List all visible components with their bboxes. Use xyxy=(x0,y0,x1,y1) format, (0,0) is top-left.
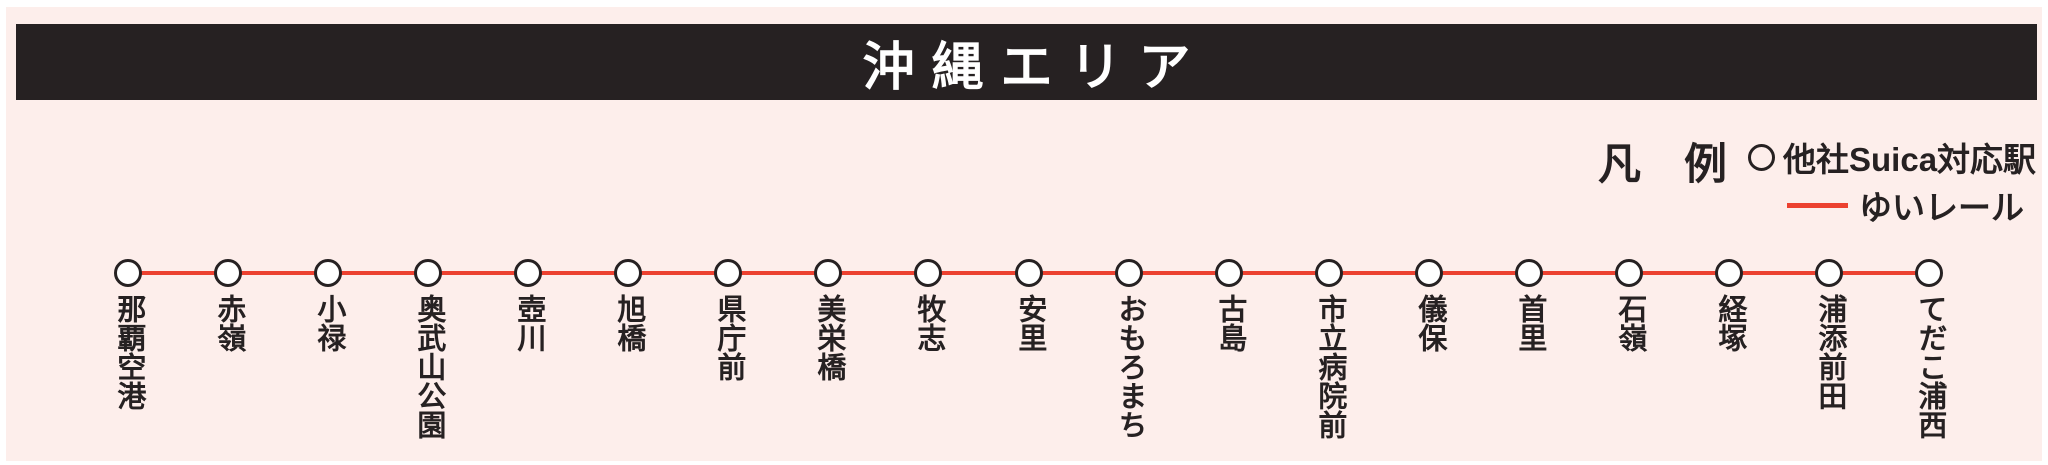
station-marker-circle xyxy=(714,259,742,287)
station-marker-circle xyxy=(1815,259,1843,287)
station-marker-circle xyxy=(814,259,842,287)
station-name: 浦添前田 xyxy=(1813,294,1846,410)
station-name: 旭橋 xyxy=(612,294,645,352)
legend-item-yui-rail: ゆいレール xyxy=(1787,189,2024,226)
rail-line-icon xyxy=(1787,202,1848,208)
legend-item-label: ゆいレール xyxy=(1859,189,2024,226)
station-name: 経塚 xyxy=(1713,294,1746,352)
legend-heading: 凡 例 xyxy=(1598,141,1727,189)
station-marker-circle xyxy=(1515,259,1543,287)
legend-item-label: 他社Suica対応駅 xyxy=(1783,141,2037,178)
station-marker-circle xyxy=(614,259,642,287)
station-name: 首里 xyxy=(1513,294,1546,352)
station-marker-circle xyxy=(1215,259,1243,287)
station-marker-circle xyxy=(1315,259,1343,287)
station-name: 赤嶺 xyxy=(212,294,245,352)
station-name: 牧志 xyxy=(912,294,945,352)
station-marker-circle xyxy=(1715,259,1743,287)
station-name: てだこ浦西 xyxy=(1913,294,1946,439)
legend-item-suica-station: 他社Suica対応駅 xyxy=(1748,141,2036,178)
station-marker-circle xyxy=(914,259,942,287)
station-name: 石嶺 xyxy=(1613,294,1646,352)
page-title: 沖縄エリア xyxy=(862,38,1208,97)
station-marker-circle xyxy=(1415,259,1443,287)
title-bar: 沖縄エリア xyxy=(16,24,2037,100)
okinawa-area-rail-map: 沖縄エリア 凡 例 他社Suica対応駅 ゆいレール 那覇空港 赤嶺 小禄 奥武… xyxy=(6,7,2042,461)
station-marker-circle xyxy=(1615,259,1643,287)
station-name: 美栄橋 xyxy=(812,294,845,381)
station-marker-circle xyxy=(1015,259,1043,287)
station-name: 儀保 xyxy=(1413,294,1446,352)
station-name: おもろまち xyxy=(1113,294,1146,439)
station-name: 小禄 xyxy=(312,294,345,352)
station-marker-circle xyxy=(214,259,242,287)
station-marker-circle xyxy=(414,259,442,287)
station-name: 市立病院前 xyxy=(1313,294,1346,439)
station-marker-circle xyxy=(1915,259,1943,287)
station-marker-circle xyxy=(314,259,342,287)
station-circle-icon xyxy=(1748,143,1775,171)
station-marker-circle xyxy=(514,259,542,287)
station-name: 古島 xyxy=(1213,294,1246,352)
station-marker-circle xyxy=(1115,259,1143,287)
station-name: 安里 xyxy=(1013,294,1046,352)
station-name: 県庁前 xyxy=(712,294,745,381)
station-name: 壺川 xyxy=(512,294,545,352)
station-marker-circle xyxy=(114,259,142,287)
station-name: 奥武山公園 xyxy=(412,294,445,439)
station-name: 那覇空港 xyxy=(112,294,145,410)
